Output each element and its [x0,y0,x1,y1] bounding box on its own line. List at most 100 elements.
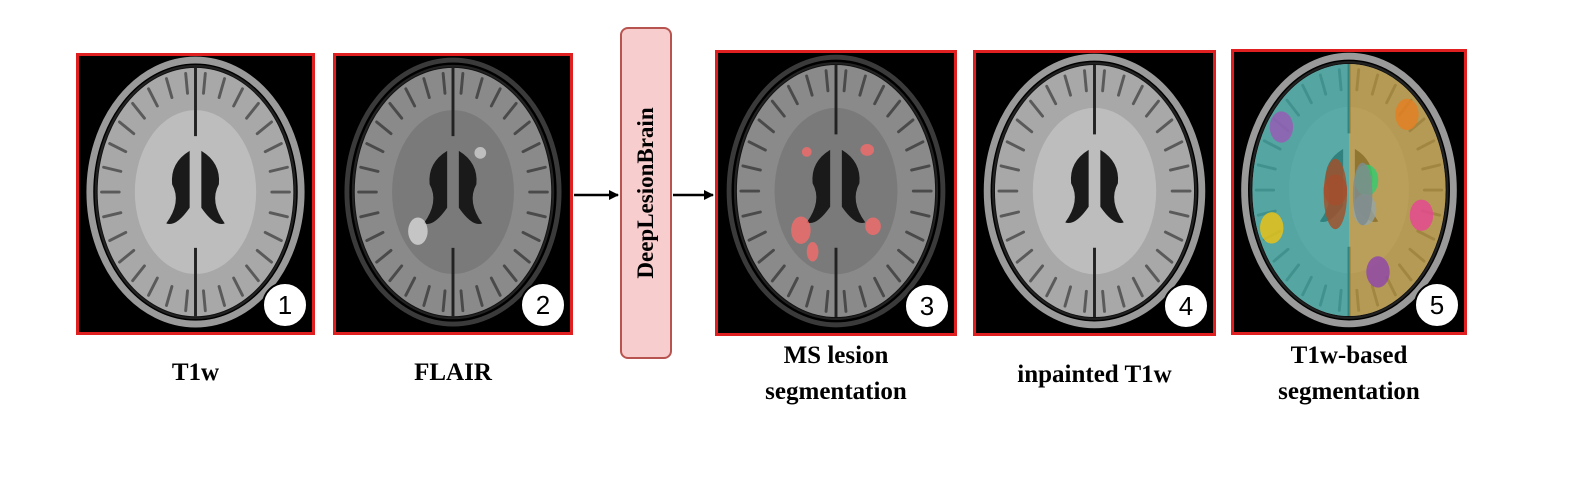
sulcus [1045,276,1058,298]
sulcus [1015,248,1034,264]
step-badge-4: 4 [1163,283,1209,329]
caption-line: T1w-based [1290,342,1408,369]
t1w-segmentation-panel: 5 [1231,49,1467,335]
sulcus [521,142,541,154]
sulcus [268,165,289,173]
sulcus [489,87,502,108]
sulcus [108,230,128,243]
sulcus [102,211,123,219]
sulcus [873,84,886,106]
sulcus [404,276,417,297]
inpainted-t1w-caption: inpainted T1w [973,357,1216,393]
sulcus [1144,264,1160,283]
sulcus [232,276,244,297]
sulcus [824,69,830,93]
sulcus [886,264,902,283]
caption-line: MS lesion [783,342,889,369]
left-ventricle [423,150,448,225]
sulcus [245,264,260,283]
sulcus [165,77,174,100]
caption-line: T1w [171,359,220,386]
inpainted-t1w-panel: 4 [973,50,1216,336]
step-badge-1: 1 [262,282,308,328]
sulcus [268,211,289,219]
sulcus [255,248,273,264]
flair-caption: FLAIR [333,355,573,391]
sulcus [786,276,799,298]
right-ventricle [458,150,483,225]
skull-ring [1241,52,1457,328]
sulcus [1015,118,1034,134]
t1w-image-panel: 1 [76,53,315,335]
sulcus [365,230,385,243]
sulcus [388,264,404,283]
caption-line: segmentation [1278,378,1420,405]
sulcus [824,289,830,313]
sulcus [999,210,1021,218]
caption-line: FLAIR [414,359,492,386]
sulcus [805,74,814,97]
sulcus [526,211,547,219]
sulcus [365,142,385,154]
step-badge-5: 5 [1414,282,1460,328]
flair-image-panel: 2 [333,53,573,335]
t1w-brain-image [86,56,305,328]
sulcus [502,101,518,120]
sulcus [1144,99,1160,118]
region-label [1409,199,1434,231]
sulcus [404,87,417,108]
sulcus [741,210,762,218]
sulcus [910,210,931,218]
left-ventricle [166,150,190,225]
sulcus [255,120,273,136]
region-label [1395,98,1419,131]
lesion-overlay [791,216,811,244]
sulcus [1131,276,1144,298]
sulcus [1101,289,1106,313]
sulcus [526,165,547,173]
sulcus [757,248,775,264]
sulcus [757,118,775,134]
skull-ring [983,53,1206,329]
sulcus [184,71,189,95]
sulcus [1005,140,1026,152]
lesion-overlay [865,217,881,236]
step-badge-2: 2 [520,282,566,328]
lesion-segmentation-panel: 3 [715,50,957,336]
sulcus [1063,285,1072,308]
right-ventricle [1100,149,1124,224]
sulcus [886,99,902,118]
sulcus [459,71,465,95]
sulcus [521,230,541,243]
sulcus [1063,74,1072,97]
sulcus [1083,289,1088,313]
hyperintensity [408,217,428,245]
caption-line: inpainted T1w [1017,361,1172,388]
sulcus [999,164,1021,172]
left-ventricle [806,149,831,224]
sulcus [202,71,207,95]
deep-gray-label [1352,162,1373,226]
right-ventricle [201,150,225,225]
lesion-overlay [806,241,819,262]
lesion-segmentation-image [726,54,946,328]
sulcus [910,164,931,172]
sulcus [232,87,244,108]
sulcus [842,69,848,93]
sulcus [1131,84,1144,106]
sulcus [1117,285,1126,308]
sulcus [475,285,484,307]
sulcus [842,289,848,313]
sulcus [1163,140,1184,152]
sulcus [1155,248,1174,264]
sulcus [375,248,393,264]
sulcus [502,264,518,283]
sulcus [513,248,531,264]
sulcus [217,285,226,307]
sulcus [770,99,786,118]
sulcus [1117,74,1126,97]
skull-ring [86,56,305,328]
sulcus [441,71,447,95]
white-matter [134,110,257,275]
sulcus [1168,164,1190,172]
